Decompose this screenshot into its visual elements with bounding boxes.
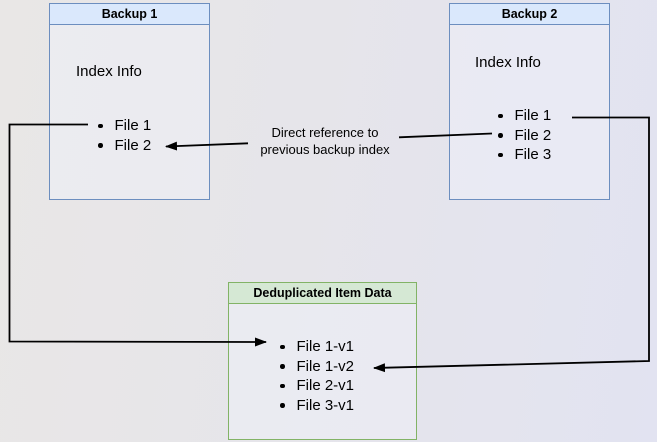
bullet-icon	[498, 133, 503, 138]
file-label: File 2-v1	[296, 377, 355, 395]
bullet-icon	[498, 113, 503, 118]
list-item: File 2-v1	[280, 376, 354, 396]
bullet-icon	[280, 403, 285, 408]
backup1-index-info-label: Index Info	[76, 63, 142, 80]
file-label: File 3	[514, 146, 552, 164]
backup1-title: Backup 1	[50, 4, 209, 25]
list-item: File 2	[498, 126, 551, 146]
file-label: File 1	[514, 107, 552, 125]
list-item: File 2	[98, 136, 151, 156]
file-label: File 3-v1	[296, 396, 355, 414]
edge-label-line1: Direct reference to	[271, 125, 379, 140]
bullet-icon	[98, 143, 103, 148]
backup2-body: Index Info File 1 File 2 File 3	[450, 25, 609, 199]
file-label: File 1-v1	[296, 338, 355, 356]
bullet-icon	[280, 383, 285, 388]
file-label: File 2	[514, 126, 552, 144]
bullet-icon	[98, 123, 103, 128]
backup2-file-list: File 1 File 2 File 3	[498, 106, 551, 165]
edge-label: Direct reference to previous backup inde…	[235, 124, 415, 158]
backup2-title: Backup 2	[450, 4, 609, 25]
dedup-body: File 1-v1 File 1-v2 File 2-v1 File 3-v1	[229, 304, 416, 439]
backup1-body: Index Info File 1 File 2	[50, 25, 209, 199]
list-item: File 3-v1	[280, 396, 354, 416]
backup1-file-list: File 1 File 2	[98, 116, 151, 155]
edge-label-line2: previous backup index	[260, 142, 390, 157]
dedup-node: Deduplicated Item Data File 1-v1 File 1-…	[228, 282, 417, 440]
file-label: File 1	[114, 117, 152, 135]
list-item: File 3	[498, 145, 551, 165]
list-item: File 1	[98, 116, 151, 136]
list-item: File 1-v2	[280, 357, 354, 377]
backup2-node: Backup 2 Index Info File 1 File 2 File 3	[449, 3, 610, 200]
backup1-node: Backup 1 Index Info File 1 File 2	[49, 3, 210, 200]
backup2-index-info-label: Index Info	[475, 54, 541, 71]
list-item: File 1-v1	[280, 337, 354, 357]
list-item: File 1	[498, 106, 551, 126]
dedup-file-list: File 1-v1 File 1-v2 File 2-v1 File 3-v1	[280, 337, 354, 415]
bullet-icon	[280, 364, 285, 369]
bullet-icon	[280, 344, 285, 349]
file-label: File 2	[114, 136, 152, 154]
bullet-icon	[498, 152, 503, 157]
file-label: File 1-v2	[296, 357, 355, 375]
dedup-title: Deduplicated Item Data	[229, 283, 416, 304]
